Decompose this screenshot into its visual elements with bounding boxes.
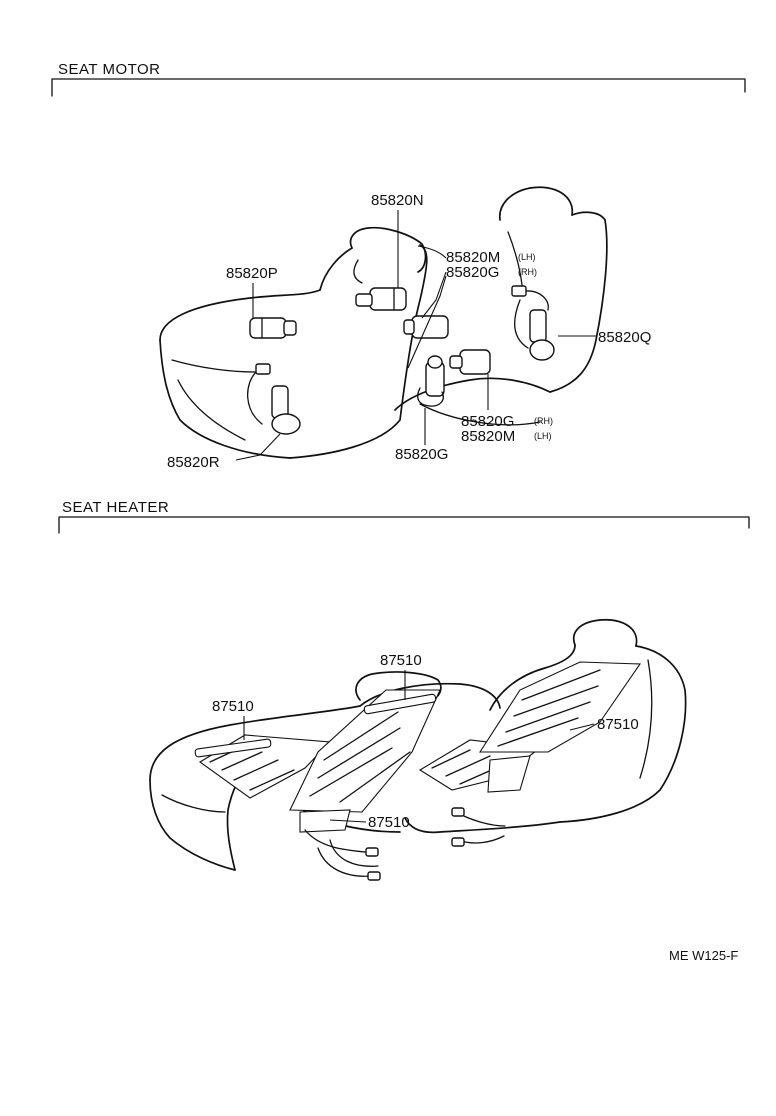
label-85820N: 85820N bbox=[371, 192, 424, 209]
label-85820M-lh-2-note: (LH) bbox=[534, 431, 552, 441]
label-85820G: 85820G bbox=[395, 446, 448, 463]
seat-motor-title: SEAT MOTOR bbox=[58, 61, 161, 78]
label-85820G-rh-2-note: (RH) bbox=[534, 416, 553, 426]
drawing-reference-code: ME W125-F bbox=[669, 948, 739, 963]
label-87510-bottom: 87510 bbox=[368, 814, 410, 831]
motor-85820R bbox=[246, 363, 301, 435]
seat-heater-illustration bbox=[149, 618, 687, 881]
motor-85820M-upper bbox=[403, 315, 449, 339]
motor-85820N bbox=[355, 287, 407, 311]
seat-heater-title: SEAT HEATER bbox=[62, 499, 170, 516]
motor-85820G-lower bbox=[449, 349, 491, 375]
seat-heater-frame bbox=[58, 516, 750, 534]
label-85820G-rh-note: (RH) bbox=[518, 267, 537, 277]
label-85820R: 85820R bbox=[167, 454, 220, 471]
label-85820M-lh-note: (LH) bbox=[518, 252, 536, 262]
seat-motor-illustration bbox=[159, 186, 608, 461]
label-85820G-rh-2: 85820G bbox=[461, 413, 514, 430]
label-85820M-lh: 85820M bbox=[446, 249, 500, 266]
label-85820M-lh-2: 85820M bbox=[461, 428, 515, 445]
label-85820G-rh: 85820G bbox=[446, 264, 499, 281]
motor-85820G-vertical bbox=[417, 355, 445, 407]
motor-85820P bbox=[249, 317, 297, 339]
label-87510-top: 87510 bbox=[380, 652, 422, 669]
label-87510-right: 87510 bbox=[597, 716, 639, 733]
heater-pad-right-back bbox=[478, 661, 642, 793]
label-85820P: 85820P bbox=[226, 265, 278, 282]
label-87510-left: 87510 bbox=[212, 698, 254, 715]
label-85820Q: 85820Q bbox=[598, 329, 651, 346]
heater-pad-left-back bbox=[289, 689, 441, 833]
seat-motor-frame bbox=[51, 78, 746, 97]
motor-85820Q bbox=[511, 285, 555, 361]
